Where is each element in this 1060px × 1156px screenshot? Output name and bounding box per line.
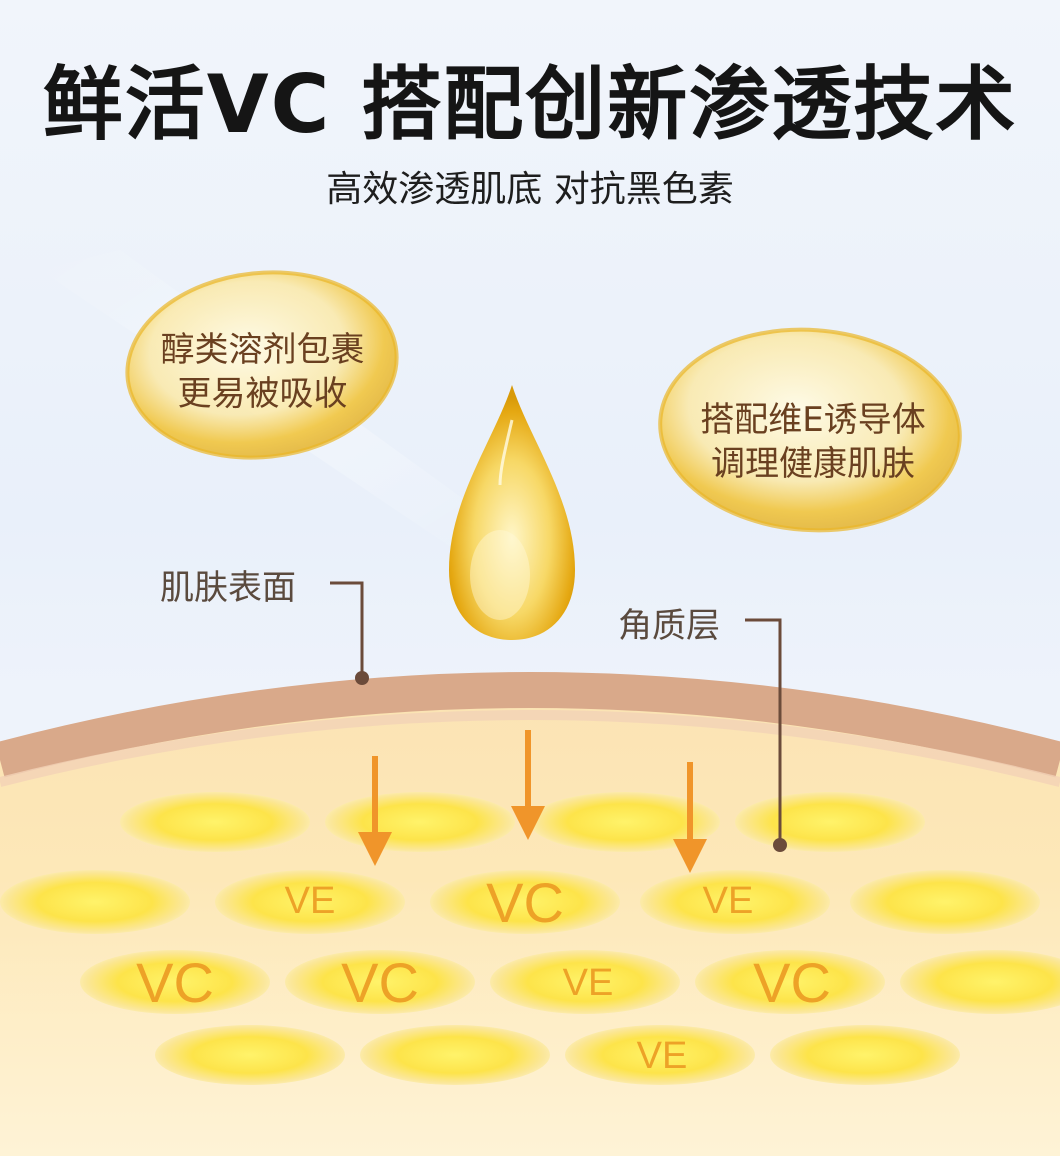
- serum-droplet-icon: [449, 385, 575, 640]
- cell: [530, 792, 720, 852]
- skin-surface-leader: [330, 581, 364, 678]
- cell: [640, 870, 830, 934]
- page-subtitle: 高效渗透肌底 对抗黑色素: [326, 169, 734, 210]
- bubble-left-line1: 醇类溶剂包裹: [160, 330, 365, 370]
- cell-label: VE: [284, 880, 336, 922]
- arrow-down-icon: [358, 832, 392, 866]
- bubble-left: [127, 272, 397, 458]
- cell-label: VC: [341, 951, 419, 1014]
- arrow-down-icon: [511, 806, 545, 840]
- bubble-right: [660, 329, 960, 531]
- bubble-right-text: 搭配维E诱导体 调理健康肌肤: [668, 398, 958, 486]
- cell: [695, 950, 885, 1014]
- cell: [325, 792, 515, 852]
- cell: [215, 870, 405, 934]
- cell: [285, 950, 475, 1014]
- bubble-right-line1: 搭配维E诱导体: [700, 400, 926, 440]
- bubble-left-text: 醇类溶剂包裹 更易被吸收: [140, 328, 385, 416]
- penetration-arrows: [358, 730, 707, 873]
- stratum-corneum-leader-dot: [773, 838, 787, 852]
- droplet-highlight: [470, 530, 530, 620]
- cell: [120, 792, 310, 852]
- bubble-left-line2: 更易被吸收: [177, 374, 348, 414]
- cell: [900, 950, 1060, 1014]
- bubble-right-rim: [658, 327, 962, 533]
- cell: [430, 870, 620, 934]
- cell-row-1: [120, 792, 925, 852]
- arrow-down-icon: [673, 839, 707, 873]
- cell: [850, 870, 1040, 934]
- stratum-corneum-leader: [745, 618, 782, 845]
- cell: [490, 950, 680, 1014]
- cell: [360, 1025, 550, 1085]
- skin-surface-label: 肌肤表面: [160, 568, 296, 608]
- cell-label: VE: [562, 962, 614, 1004]
- skin-surface-band: [0, 672, 1060, 778]
- cell: [0, 870, 190, 934]
- cell: [155, 1025, 345, 1085]
- cell-row-4: [155, 1025, 960, 1085]
- skin-surface-leader-dot: [355, 671, 369, 685]
- cell-row-2: [0, 870, 1040, 934]
- skin-under-band: [0, 710, 1060, 787]
- cell-label: VC: [753, 951, 831, 1014]
- cell: [565, 1025, 755, 1085]
- cell-label: VC: [136, 951, 214, 1014]
- cell-row-3: [80, 950, 1060, 1014]
- page-title: 鲜活VC 搭配创新渗透技术: [42, 58, 1018, 151]
- bubble-right-line2: 调理健康肌肤: [711, 444, 915, 484]
- cell-label: VE: [636, 1035, 688, 1077]
- cell: [80, 950, 270, 1014]
- cell: [735, 792, 925, 852]
- cell: [770, 1025, 960, 1085]
- cell-label: VC: [486, 871, 564, 934]
- stratum-corneum-label: 角质层: [618, 606, 720, 646]
- cell-label: VE: [702, 880, 754, 922]
- droplet-glint: [498, 419, 514, 486]
- bubble-left-rim: [125, 270, 399, 460]
